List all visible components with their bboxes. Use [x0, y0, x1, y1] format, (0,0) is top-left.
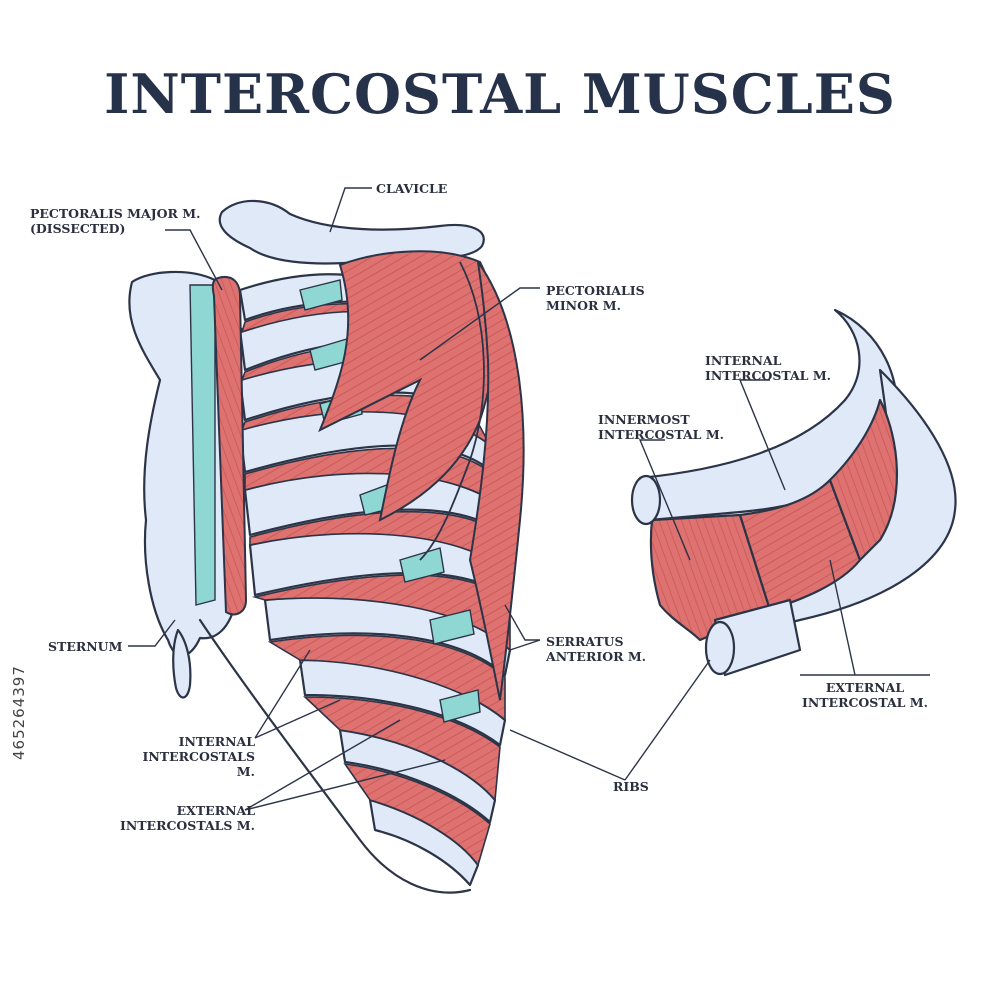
leader-internal-intercostal: [738, 379, 786, 491]
label-external-intercostals: EXTERNAL INTERCOSTALS M.: [119, 803, 255, 833]
detail-lower-rib-end: [704, 620, 736, 676]
intercostal-band-7: [267, 634, 506, 722]
label-pectoralis-minor: PECTORIALIS MINOR M.: [546, 283, 645, 313]
stock-image-id: 465264397: [10, 665, 28, 760]
label-sternum: STERNUM: [48, 639, 123, 654]
label-pectoralis-major: PECTORALIS MAJOR M. (DISSECTED): [30, 206, 201, 236]
leader-external-intercostals-2: [244, 759, 446, 811]
intercostal-band-8: [302, 696, 501, 802]
detail-upper-rib-end: [630, 474, 662, 526]
leader-serratus-1: [504, 604, 540, 641]
serratus-anterior: [468, 261, 525, 701]
leader-ribs-right: [624, 659, 711, 781]
label-internal-intercostal: INTERNAL INTERCOSTAL M.: [705, 353, 832, 383]
label-innermost-intercostal: INNERMOST INTERCOSTAL M.: [598, 412, 725, 442]
pectoralis-minor: [318, 250, 496, 522]
label-clavicle: CLAVICLE: [376, 181, 448, 196]
pectoralis-minor-fibers: [419, 261, 485, 561]
label-internal-intercostals: INTERNAL INTERCOSTALS M.: [142, 734, 256, 779]
cartilage-segment: [439, 689, 481, 723]
label-external-intercostal: EXTERNAL INTERCOSTAL M.: [801, 680, 928, 710]
clavicle-bone: [218, 199, 485, 265]
leader-sternum: [128, 619, 176, 647]
label-ribs: RIBS: [613, 779, 649, 794]
leader-serratus-2: [509, 639, 541, 651]
costal-cartilage-strip: [189, 284, 216, 606]
cartilage-segment: [299, 279, 343, 311]
leader-ribs-left: [509, 729, 626, 781]
label-serratus-anterior: SERRATUS ANTERIOR M.: [546, 634, 647, 664]
detail-innermost-intercostal: [649, 513, 772, 642]
page-title: INTERCOSTAL MUSCLES: [104, 62, 896, 126]
costal-margin: [198, 618, 472, 894]
detail-external-intercostal: [828, 398, 899, 562]
leader-internal-intercostals-2: [254, 699, 341, 739]
leader-innermost-intercostal: [638, 439, 691, 561]
intercostal-band-9: [343, 762, 491, 867]
pectoralis-major-dissected: [211, 276, 248, 616]
xiphoid-process: [172, 628, 192, 699]
cartilage-segment: [429, 609, 475, 645]
leader-pectoralis-major: [165, 229, 223, 291]
leader-external-intercostals-1: [244, 719, 401, 811]
leader-clavicle: [329, 187, 372, 233]
leader-pectoralis-minor: [419, 287, 540, 361]
leader-internal-intercostals-1: [254, 649, 311, 739]
leader-external-intercostal-2: [829, 559, 856, 676]
